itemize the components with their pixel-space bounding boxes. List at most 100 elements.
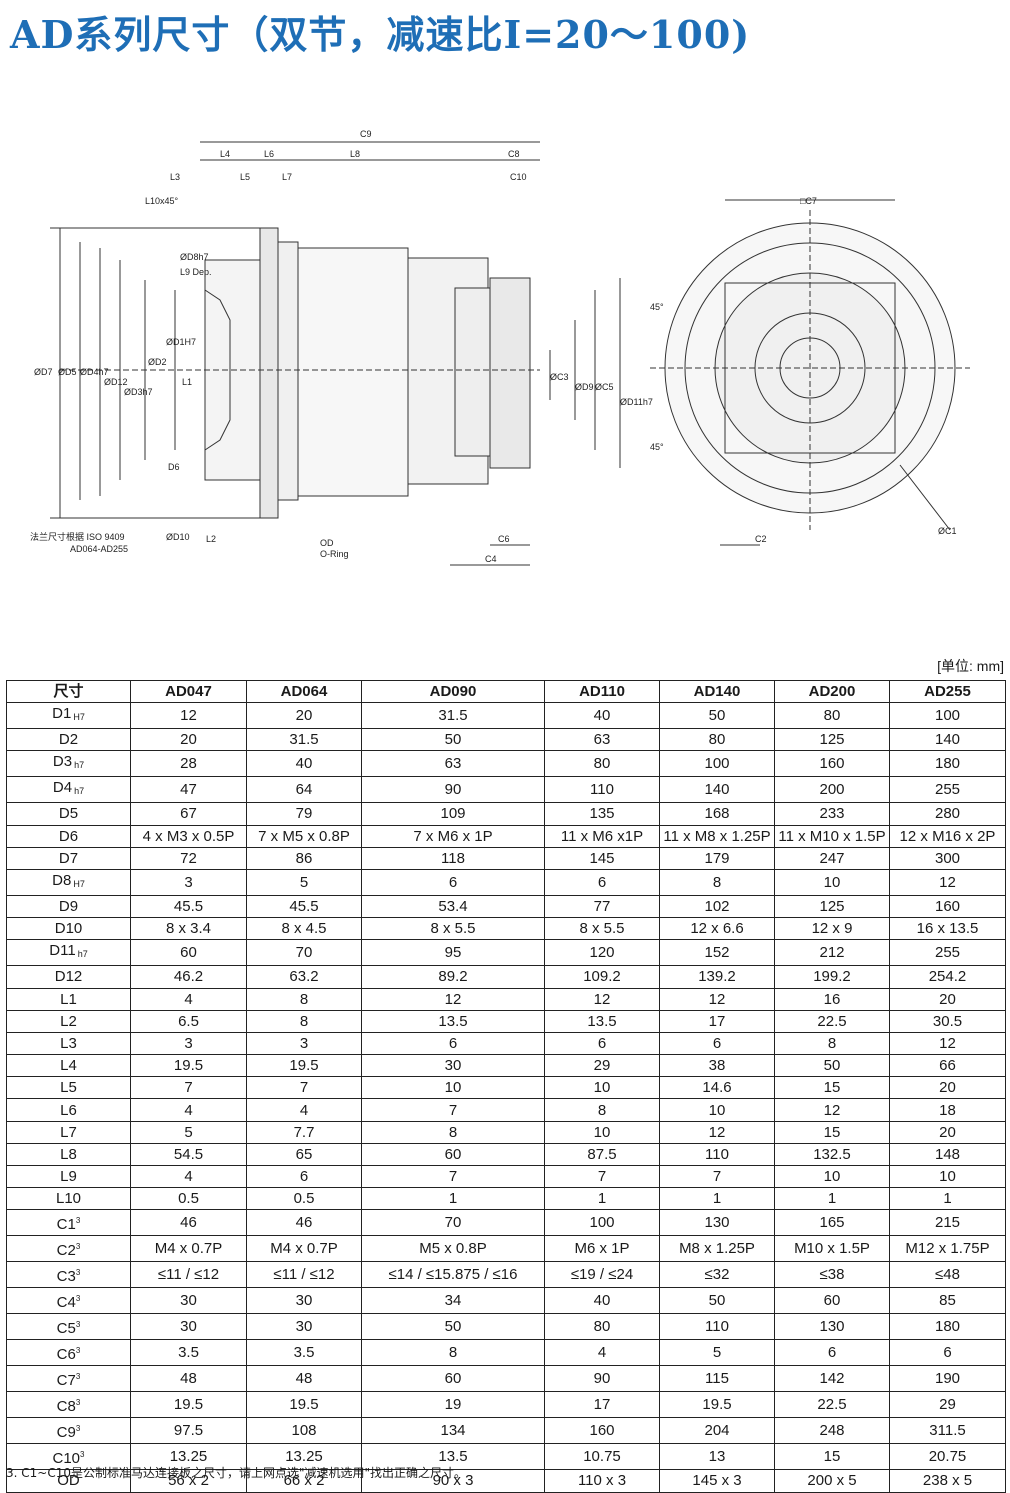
table-cell: 90 — [544, 1365, 660, 1393]
column-header-model: AD110 — [544, 679, 660, 704]
dimension-name: C10 — [52, 1450, 81, 1468]
row-label: C23 — [6, 1235, 131, 1263]
table-cell: 86 — [246, 846, 362, 870]
table-cell: 6 — [659, 1031, 775, 1056]
table-cell: 29 — [544, 1054, 660, 1078]
table-cell: 18 — [889, 1098, 1006, 1122]
label-d7: ØD7 — [34, 367, 53, 377]
footnote-superscript: 3 — [75, 1216, 81, 1226]
table-cell: 3.5 — [246, 1339, 362, 1367]
table-cell: 6 — [774, 1339, 890, 1367]
page-title: AD系列尺寸（双节，减速比I=20～100) — [10, 12, 751, 57]
flange-note-1: 法兰尺寸根据 ISO 9409 — [30, 531, 125, 542]
table-cell: 12 — [130, 702, 247, 730]
row-label: L8 — [6, 1142, 131, 1167]
table-cell: 46.2 — [130, 965, 247, 989]
row-label: C83 — [6, 1391, 131, 1419]
table-cell: 13.5 — [544, 1009, 660, 1033]
table-cell: 15 — [774, 1443, 890, 1471]
table-cell: 47 — [130, 776, 247, 804]
dimension-name: C4 — [56, 1294, 76, 1312]
table-cell: 7 — [361, 1164, 545, 1189]
table-cell: 102 — [659, 894, 775, 919]
tolerance-subscript: H7 — [73, 878, 85, 889]
dimension-name: C5 — [56, 1320, 76, 1338]
table-cell: 10 — [889, 1164, 1006, 1189]
table-cell: 46 — [130, 1209, 247, 1237]
row-label: L10 — [6, 1187, 131, 1211]
table-cell: 70 — [246, 939, 362, 967]
dimension-name: L3 — [60, 1034, 77, 1052]
table-cell: 50 — [361, 728, 545, 752]
table-cell: 115 — [659, 1365, 775, 1393]
label-angle-top: 45° — [650, 302, 664, 312]
table-cell: 20 — [889, 1076, 1006, 1100]
dimension-name: L4 — [60, 1057, 77, 1075]
table-cell: 40 — [544, 1287, 660, 1315]
row-label: L5 — [6, 1076, 131, 1100]
front-view — [650, 199, 970, 546]
label-d10: ØD10 — [166, 532, 190, 542]
table-cell: 65 — [246, 1142, 362, 1167]
table-cell: 10 — [774, 868, 890, 896]
footnote-superscript: 3 — [75, 1320, 81, 1330]
row-label: C103 — [6, 1443, 131, 1471]
table-cell: 248 — [774, 1417, 890, 1445]
dimension-name: OD — [57, 1472, 80, 1490]
table-cell: 13 — [659, 1443, 775, 1471]
table-cell: 10 — [544, 1120, 660, 1144]
table-cell: 6 — [361, 868, 545, 896]
table-cell: 120 — [544, 939, 660, 967]
dimension-name: C6 — [56, 1346, 76, 1364]
row-label: L9 — [6, 1164, 131, 1189]
table-cell: 45.5 — [130, 894, 247, 919]
tolerance-subscript: h7 — [74, 786, 85, 797]
table-cell: 254.2 — [889, 965, 1006, 989]
table-cell: 8 — [361, 1339, 545, 1367]
dimension-name: L7 — [60, 1123, 77, 1141]
column-header-dimension: 尺寸 — [6, 679, 131, 704]
table-cell: 7 — [659, 1164, 775, 1189]
table-cell: 12 x M16 x 2P — [889, 824, 1006, 848]
table-cell: 63.2 — [246, 965, 362, 989]
table-cell: 108 — [246, 1417, 362, 1445]
row-label: L3 — [6, 1031, 131, 1056]
table-cell: 8 — [659, 868, 775, 896]
table-cell: 7 — [130, 1076, 247, 1100]
table-cell: 11 x M10 x 1.5P — [774, 824, 890, 848]
row-label: C63 — [6, 1339, 131, 1367]
dimension-name: L10 — [55, 1190, 82, 1208]
row-label: C43 — [6, 1287, 131, 1315]
table-cell: 215 — [889, 1209, 1006, 1237]
table-cell: 160 — [544, 1417, 660, 1445]
table-cell: 7 x M6 x 1P — [361, 824, 545, 848]
table-cell: 12 x 9 — [774, 917, 890, 941]
row-label: C13 — [6, 1209, 131, 1237]
table-cell: 300 — [889, 846, 1006, 870]
table-cell: ≤11 / ≤12 — [130, 1261, 247, 1289]
table-cell: 20 — [130, 728, 247, 752]
table-cell: ≤48 — [889, 1261, 1006, 1289]
tolerance-subscript: h7 — [77, 949, 88, 960]
table-cell: 50 — [659, 702, 775, 730]
row-label: D5 — [6, 802, 131, 826]
label-l6: L6 — [264, 149, 274, 159]
footnote-superscript: 3 — [75, 1268, 81, 1278]
row-label: L1 — [6, 987, 131, 1011]
table-cell: 142 — [774, 1365, 890, 1393]
table-cell: 110 — [659, 1142, 775, 1167]
table-cell: 255 — [889, 776, 1006, 804]
label-d5: ØD5 — [58, 367, 77, 377]
dimension-name: D1 — [52, 705, 72, 723]
table-cell: 80 — [774, 702, 890, 730]
table-cell: 200 x 5 — [774, 1469, 890, 1493]
row-label: C53 — [6, 1313, 131, 1341]
